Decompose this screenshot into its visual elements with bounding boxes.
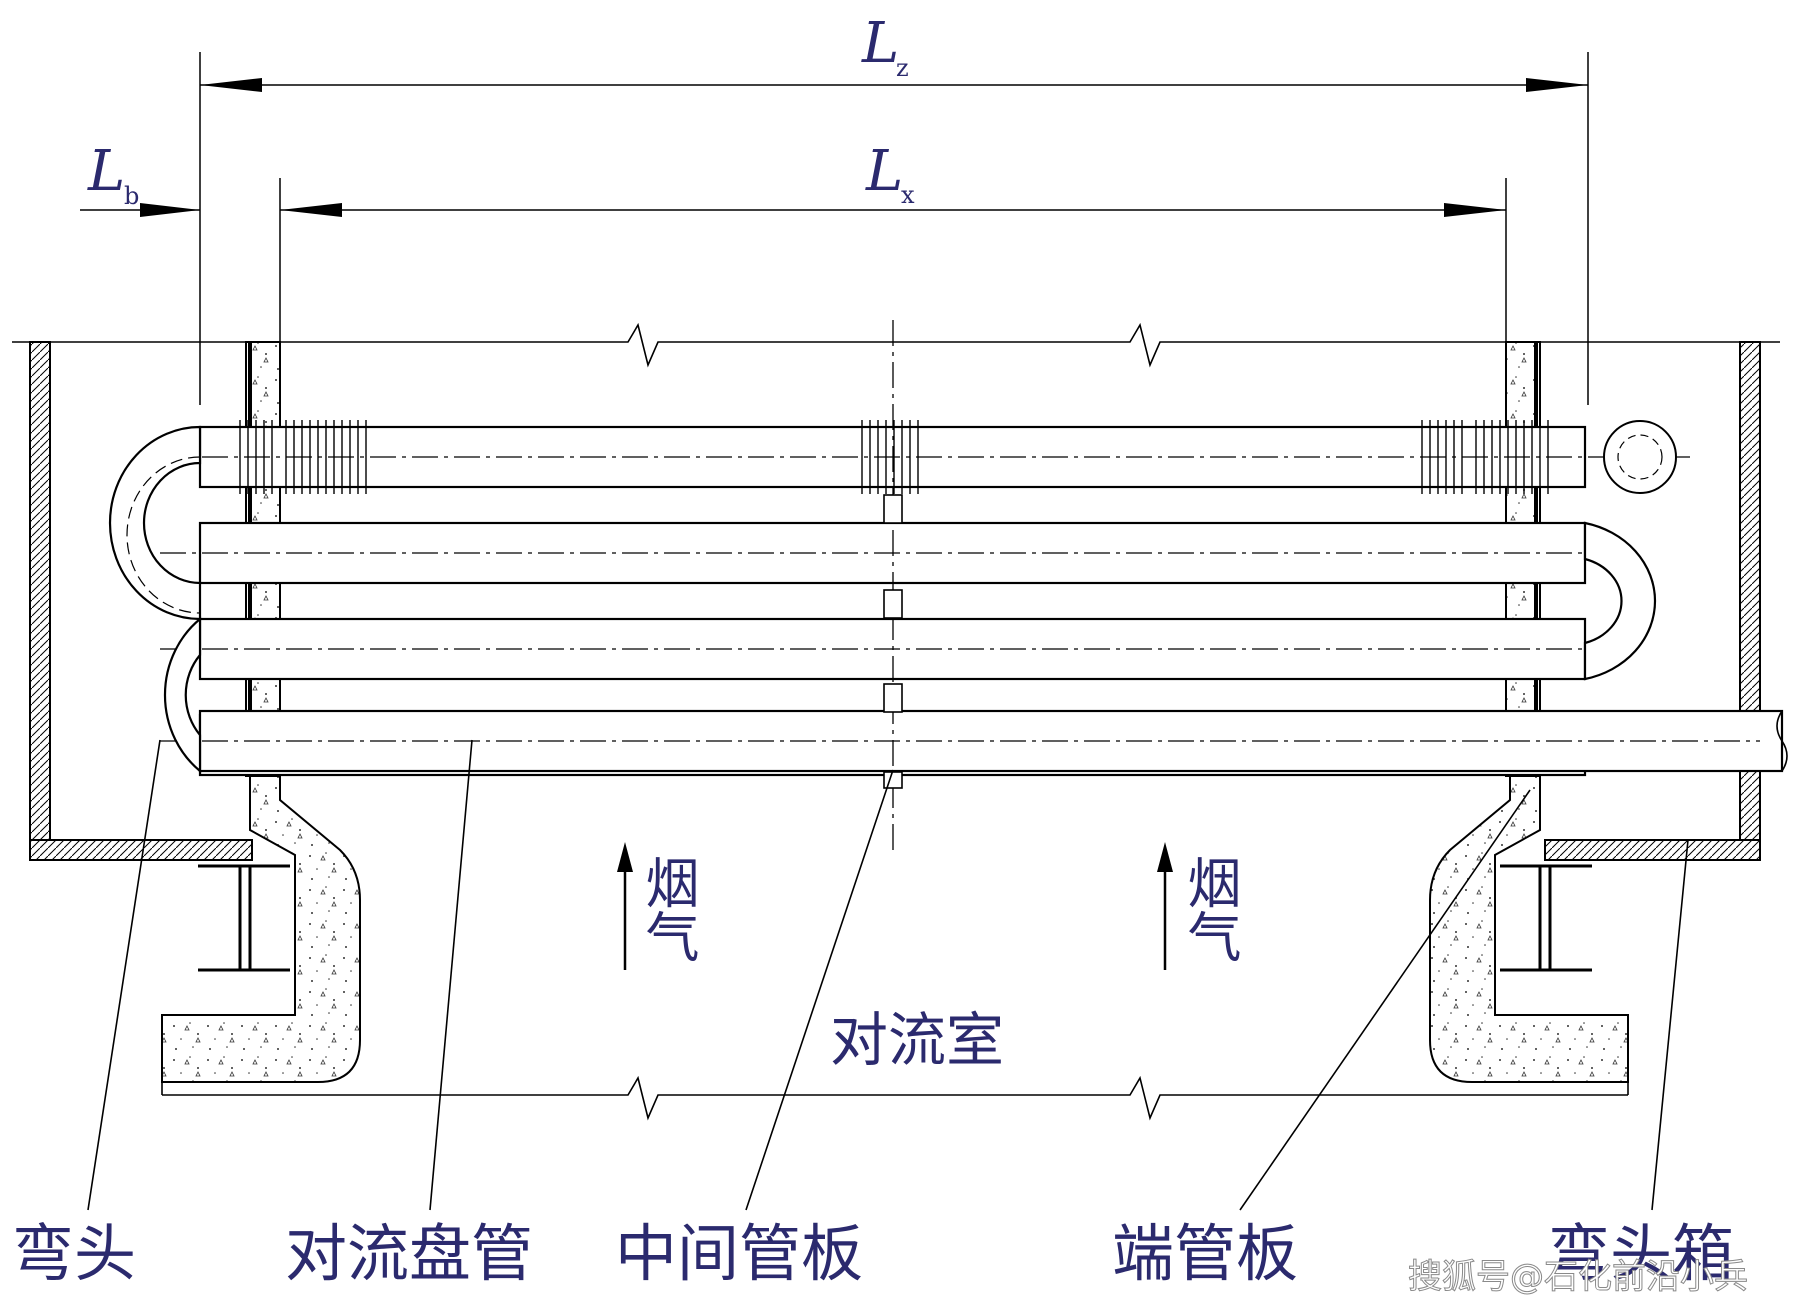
- return-bend-label: 弯头: [12, 1217, 136, 1290]
- leader-lines: [87, 739, 1689, 1211]
- right-fin-band: [1421, 420, 1549, 494]
- convection-chamber-label: 对流室: [830, 1006, 1004, 1074]
- leader-header-box: [1651, 839, 1689, 1211]
- left-return-bend-lower: [163, 616, 202, 774]
- intermediate-tube-sheet-label: 中间管板: [615, 1217, 863, 1290]
- convection-coil: [160, 425, 1788, 777]
- inlet-nozzle-circle: [1603, 420, 1677, 494]
- dimension-lines: [80, 52, 1589, 405]
- header-box-label: 弯头箱: [1548, 1217, 1734, 1290]
- dim-lb-label: L: [87, 139, 125, 204]
- left-lower-lining: [161, 775, 361, 1095]
- leader-convection-coil: [429, 739, 473, 1211]
- dim-lz-subscript: z: [896, 54, 909, 82]
- right-steel-beam: [1500, 864, 1592, 972]
- left-return-bend-upper: [108, 425, 202, 621]
- fin-bands: [239, 420, 1549, 494]
- right-return-bend: [1583, 521, 1657, 681]
- leader-return-bend: [87, 739, 161, 1211]
- left-steel-beam: [198, 864, 290, 972]
- end-tube-sheet-label: 端管板: [1112, 1217, 1298, 1290]
- left-fin-band: [239, 420, 367, 494]
- intermediate-tube-sheet: [883, 320, 903, 850]
- flue-gas-arrow-right: [1157, 842, 1173, 970]
- flue-gas-label-left: 烟气: [636, 855, 699, 963]
- dim-lz-label: L: [861, 11, 899, 76]
- flue-gas-arrow-left: [617, 842, 633, 970]
- right-lower-lining: [1429, 775, 1629, 1095]
- middle-fin-band: [861, 420, 919, 494]
- casing-bottom-line: [162, 1075, 1628, 1121]
- casing-top-line: [12, 322, 1780, 368]
- leader-end-tube-sheet: [1239, 789, 1531, 1211]
- dim-lx-label: L: [865, 139, 903, 204]
- dim-lb-subscript: b: [124, 182, 139, 210]
- left-header-box: [29, 341, 253, 861]
- convection-coil-label: 对流盘管: [285, 1217, 533, 1290]
- flue-gas-label-right: 烟气: [1178, 855, 1241, 963]
- dim-lx-subscript: x: [901, 181, 915, 209]
- leader-intermediate-tube-sheet: [745, 769, 894, 1211]
- watermark: 搜狐号@石化前沿小兵: [1408, 1257, 1748, 1297]
